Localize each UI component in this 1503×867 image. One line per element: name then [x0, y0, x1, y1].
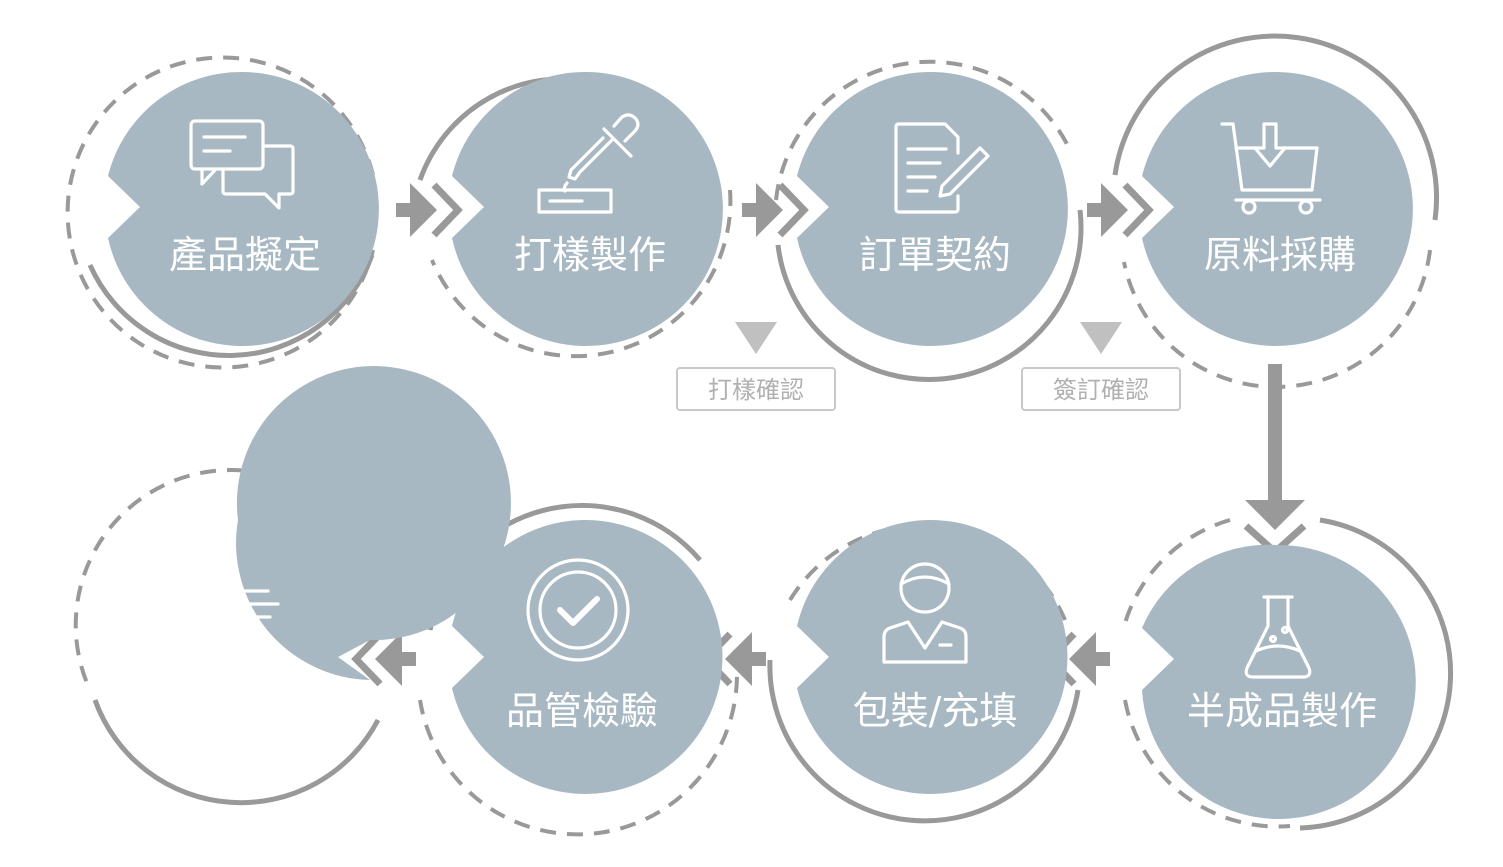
note-pointer-triangle [735, 322, 777, 354]
step-label: 產品擬定 [169, 233, 321, 277]
step-label: 成品出貨 [154, 689, 306, 733]
step-product-planning: 產品擬定 [65, 55, 379, 370]
step-order-contract: 訂單契約 [774, 59, 1084, 382]
truck-icon [166, 589, 280, 662]
arrow-right-3 [1087, 182, 1154, 238]
step-label: 訂單契約 [859, 233, 1011, 277]
note-contract-confirm: 簽訂確認 [1021, 322, 1181, 411]
arrow-left-3 [351, 631, 416, 687]
arrow-right-2 [742, 182, 809, 238]
step-label: 原料採購 [1204, 233, 1356, 277]
note-label: 打樣確認 [708, 376, 804, 404]
arrow-down [1243, 364, 1307, 557]
step-label: 包裝/充填 [853, 689, 1018, 733]
document-pen-icon [894, 122, 990, 214]
step-label: 打樣製作 [514, 233, 666, 277]
step-packaging: 包裝/充填 [767, 519, 1081, 824]
check-badge-icon [526, 558, 630, 662]
cart-icon [1220, 122, 1322, 215]
step-label: 半成品製作 [1187, 689, 1377, 733]
step-sampling: 打樣製作 [417, 71, 733, 359]
note-sample-confirm: 打樣確認 [676, 322, 836, 411]
step-material-purchase: 原料採購 [1112, 33, 1440, 389]
note-box [676, 367, 836, 411]
note-pointer-triangle [1080, 322, 1122, 354]
note-box [1021, 367, 1181, 411]
step-semi-product: 半成品製作 [1121, 517, 1453, 831]
worker-icon [882, 562, 968, 664]
dropper-icon [537, 113, 640, 214]
step-shipping: 成品出貨 [73, 366, 511, 806]
arrow-right-1 [396, 182, 463, 238]
step-label: 品管檢驗 [506, 689, 658, 733]
chat-bubbles-icon [189, 119, 295, 210]
note-label: 簽訂確認 [1053, 376, 1149, 404]
flask-icon [1244, 595, 1312, 679]
